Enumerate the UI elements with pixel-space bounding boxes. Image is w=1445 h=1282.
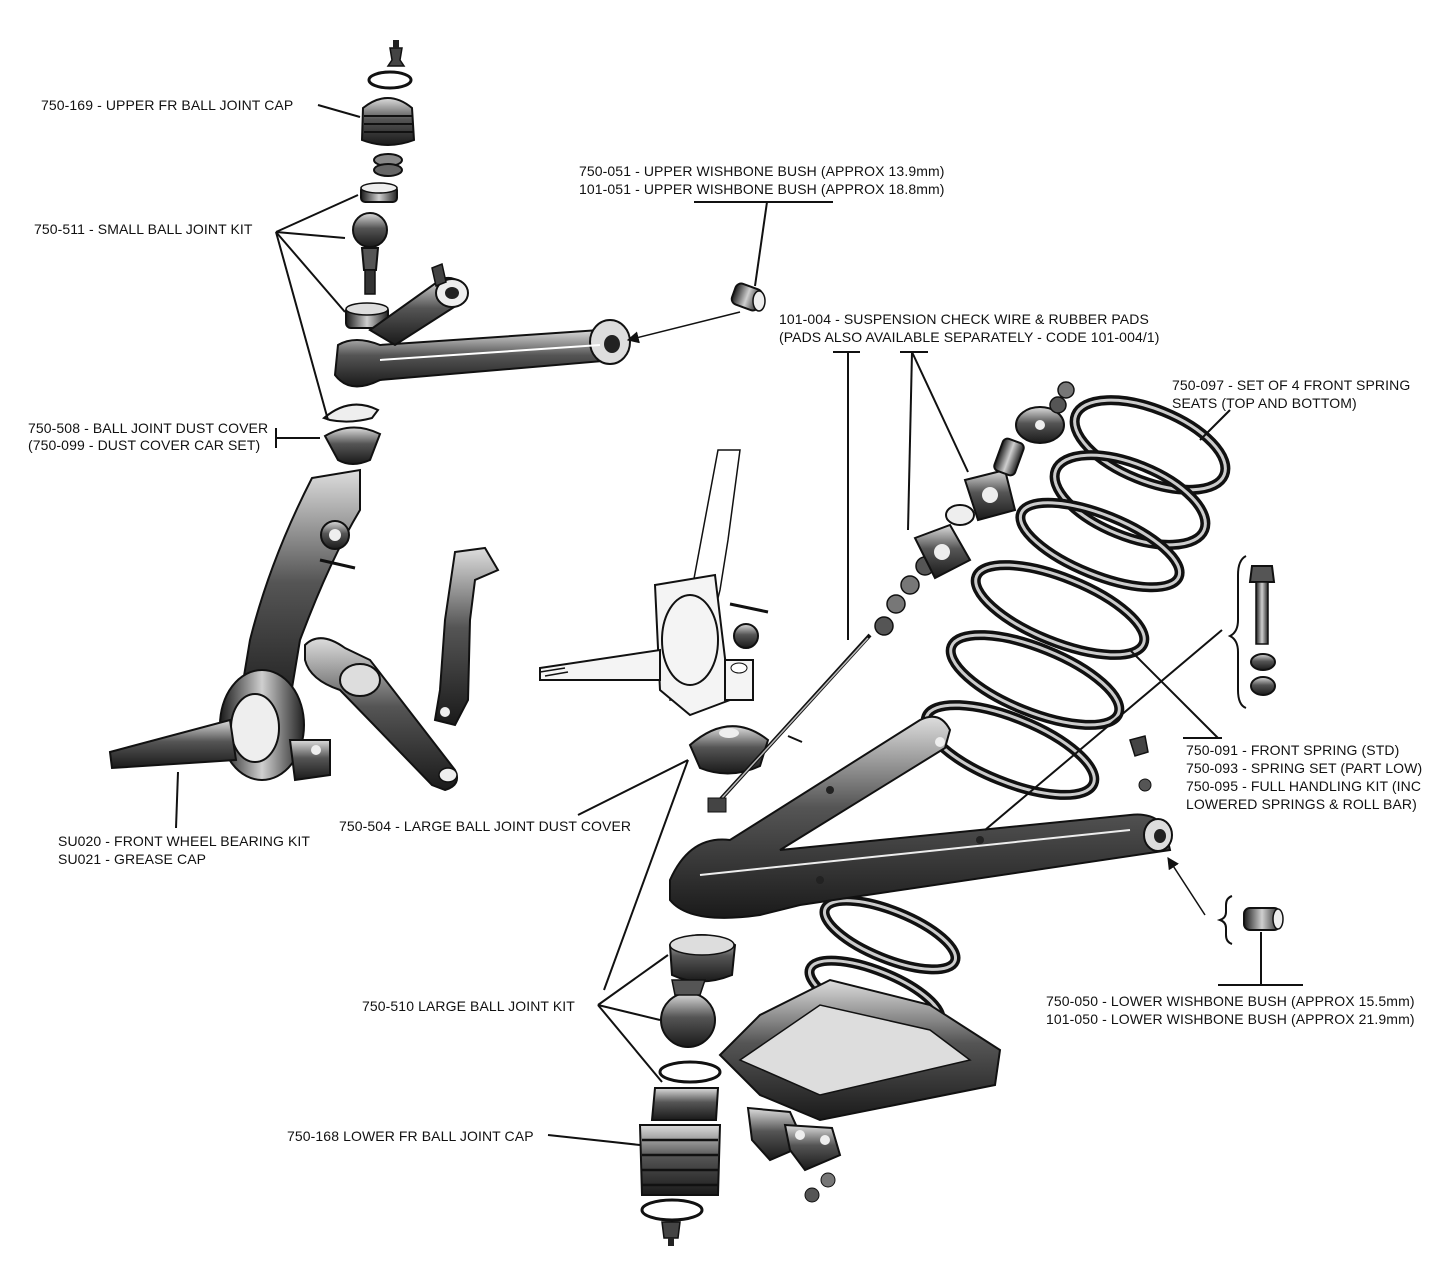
upper-seat	[360, 182, 398, 203]
label-upper-fr-ball-joint-cap: 750-169 - UPPER FR BALL JOINT CAP	[41, 97, 294, 113]
centre-stub-axle	[539, 449, 769, 717]
label-lower-wishbone-bush-2: 101-050 - LOWER WISHBONE BUSH (APPROX 21…	[1046, 1011, 1415, 1027]
label-dust-cover-1: 750-508 - BALL JOINT DUST COVER	[28, 420, 269, 436]
label-spring-seats-2: SEATS (TOP AND BOTTOM)	[1172, 395, 1357, 411]
label-front-spring-1: 750-091 - FRONT SPRING (STD)	[1186, 742, 1400, 758]
lower-circlip-bottom	[640, 1198, 704, 1222]
lower-circlip-top	[658, 1060, 722, 1084]
small-dust-cover	[321, 403, 382, 465]
upper-circlip	[367, 70, 413, 90]
lower-wishbone	[669, 715, 1173, 919]
label-dust-cover-2: (750-099 - DUST COVER CAR SET)	[28, 437, 261, 453]
rubber-pads	[874, 381, 1075, 636]
label-lower-wishbone-bush-1: 750-050 - LOWER WISHBONE BUSH (APPROX 15…	[1046, 993, 1415, 1009]
lower-grease-nipple	[661, 1221, 681, 1246]
lower-ball-joint-cap	[638, 1087, 722, 1196]
check-wire	[707, 633, 872, 813]
label-small-ball-joint-kit: 750-511 - SMALL BALL JOINT KIT	[34, 221, 253, 237]
spring-seats	[1049, 395, 1231, 550]
label-check-wire-1: 101-004 - SUSPENSION CHECK WIRE & RUBBER…	[779, 311, 1149, 327]
label-large-ball-joint-kit: 750-510 LARGE BALL JOINT KIT	[362, 998, 575, 1014]
label-upper-wishbone-bush-2: 101-051 - UPPER WISHBONE BUSH (APPROX 18…	[579, 181, 945, 197]
label-wheel-bearing-1: SU020 - FRONT WHEEL BEARING KIT	[58, 833, 311, 849]
leader-lines	[175, 104, 1303, 1146]
label-lower-fr-ball-joint-cap: 750-168 LOWER FR BALL JOINT CAP	[287, 1128, 534, 1144]
lower-wishbone-bush-part	[1243, 907, 1284, 931]
bush-brace	[1216, 895, 1233, 945]
upper-lower-seat	[345, 302, 389, 329]
label-front-spring-4: LOWERED SPRINGS & ROLL BAR)	[1186, 796, 1417, 812]
label-upper-wishbone-bush-1: 750-051 - UPPER WISHBONE BUSH (APPROX 13…	[579, 163, 945, 179]
right-grease-nipple	[1129, 735, 1152, 792]
label-spring-seats-1: 750-097 - SET OF 4 FRONT SPRING	[1172, 377, 1411, 393]
upper-ball-pin	[352, 212, 388, 295]
left-stub-axle	[108, 468, 361, 782]
lower-bush-arrow	[1167, 856, 1206, 916]
label-check-wire-2: (PADS ALSO AVAILABLE SEPARATELY - CODE 1…	[779, 329, 1160, 345]
lower-ball-joint-seat	[668, 934, 737, 983]
lower-ball-pin	[660, 979, 716, 1048]
large-dust-cover	[688, 725, 770, 775]
upper-spring-washer	[373, 153, 403, 177]
upper-ball-joint-cap	[360, 97, 416, 146]
bolt-brace	[1227, 555, 1247, 709]
bolt-and-nuts	[1248, 565, 1276, 696]
upper-grease-nipple	[386, 40, 406, 67]
bracket	[433, 546, 500, 727]
packing-pieces	[746, 1106, 842, 1203]
label-front-spring-2: 750-093 - SPRING SET (PART LOW)	[1186, 760, 1423, 776]
label-large-dust-cover: 750-504 - LARGE BALL JOINT DUST COVER	[339, 818, 632, 834]
upper-bush-arrow	[626, 311, 741, 344]
front-coil-spring	[804, 497, 1185, 1035]
upper-wishbone	[333, 262, 631, 388]
label-wheel-bearing-2: SU021 - GREASE CAP	[58, 851, 207, 867]
spring-pan	[718, 978, 1002, 1122]
label-front-spring-3: 750-095 - FULL HANDLING KIT (INC	[1186, 778, 1422, 794]
steering-arm	[304, 637, 458, 792]
upper-wishbone-bush-part	[730, 282, 766, 312]
